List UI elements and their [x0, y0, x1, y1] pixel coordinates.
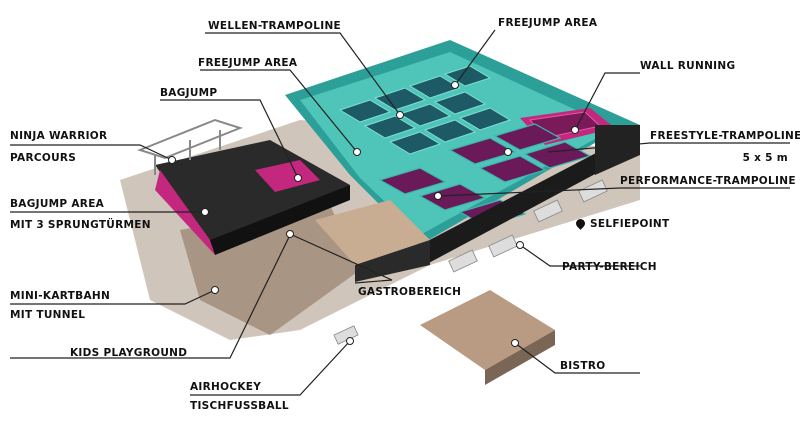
party-tables	[333, 179, 608, 345]
ninja-structure	[137, 118, 243, 175]
label-bagjump: BAGJUMP	[160, 87, 218, 99]
bistro-side	[485, 330, 555, 385]
label-freestyle-size: 5 x 5 m	[742, 152, 788, 164]
label-airhockey: AIRHOCKEY	[190, 381, 262, 393]
label-gastrobereich: GASTROBEREICH	[358, 286, 462, 298]
marker-freejump-left	[353, 148, 361, 156]
label-freestyle-trampoline: FREESTYLE-TRAMPOLINE	[650, 130, 800, 142]
label-performance-trampoline: PERFORMANCE-TRAMPOLINE	[620, 175, 796, 187]
label-bistro: BISTRO	[560, 360, 606, 372]
label-kids-playground: KIDS PLAYGROUND	[70, 347, 188, 359]
bagjump-area-side	[210, 185, 350, 255]
selfiepoint-text: SELFIEPOINT	[590, 218, 670, 230]
leader-lines	[10, 29, 790, 396]
hall-wall-right	[595, 125, 640, 175]
label-wall-running: WALL RUNNING	[640, 60, 736, 72]
label-parcours: PARCOURS	[10, 152, 77, 164]
marker-gastro	[286, 230, 294, 238]
marker-bistro	[511, 339, 519, 347]
hall-wall	[420, 130, 640, 265]
location-pin-icon	[574, 217, 587, 230]
bistro-floor	[420, 290, 555, 370]
marker-freejump-top	[451, 81, 459, 89]
marker-freestyle	[504, 148, 512, 156]
marker-bagjump	[294, 174, 302, 182]
label-tischfussball: TISCHFUSSBALL	[190, 400, 289, 412]
marker-ninja	[168, 156, 176, 164]
marker-performance	[434, 192, 442, 200]
performance-area	[378, 123, 592, 227]
label-mit-tunnel: MIT TUNNEL	[10, 309, 86, 321]
marker-airhockey	[346, 337, 354, 345]
label-sprungtuermen: MIT 3 SPRUNGTÜRMEN	[10, 219, 151, 231]
label-ninja-warrior: NINJA WARRIOR	[10, 130, 108, 142]
label-mini-kartbahn: MINI-KARTBAHN	[10, 290, 111, 302]
marker-bagjump-area	[201, 208, 209, 216]
label-wellen-trampoline: WELLEN-TRAMPOLINE	[208, 20, 342, 32]
marker-wellen	[396, 111, 404, 119]
gastro-floor	[315, 200, 430, 265]
label-freejump-area-left: FREEJUMP AREA	[198, 57, 298, 69]
label-selfiepoint: SELFIEPOINT	[574, 217, 670, 230]
label-bagjump-area: BAGJUMP AREA	[10, 198, 105, 210]
bagjump-pit	[255, 160, 320, 192]
freejump-grid	[338, 65, 512, 155]
marker-kart	[211, 286, 219, 294]
marker-wall-running	[571, 126, 579, 134]
label-freejump-area-top: FREEJUMP AREA	[498, 17, 598, 29]
label-party-bereich: PARTY-BEREICH	[562, 261, 657, 273]
marker-party	[516, 241, 524, 249]
